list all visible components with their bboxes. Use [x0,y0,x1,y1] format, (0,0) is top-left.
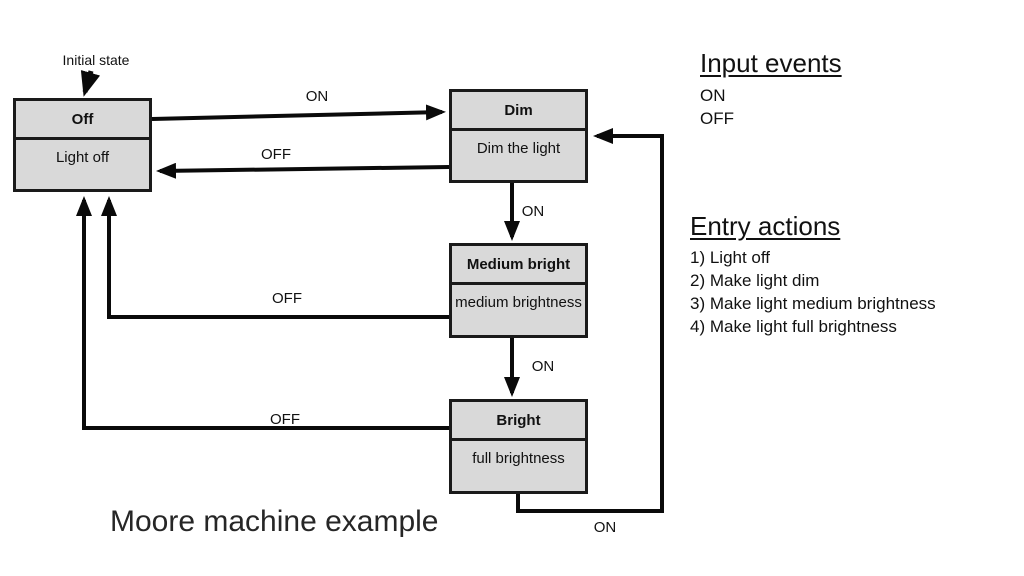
state-off-action: Light off [55,149,110,166]
transition-label-off-medium-off: OFF [272,290,302,307]
arrow-off-medium-to-off [101,196,449,319]
input-event-item: OFF [700,109,734,128]
arrow-on-bright-to-dim [516,128,664,513]
slide-title: Moore machine example [110,505,439,538]
entry-actions-list: 1) Light off 2) Make light dim 3) Make l… [690,246,936,338]
state-medium-bright-name: Medium bright [452,246,585,285]
initial-state-label: Initial state [62,52,130,68]
transition-label-on-off-dim: ON [305,88,329,105]
state-bright-action: full brightness [472,450,565,467]
transition-label-off-bright-off: OFF [270,411,300,428]
entry-action-item: 2) Make light dim [690,271,820,290]
arrow-off-dim-to-off [156,162,450,179]
state-bright-name: Bright [452,402,585,441]
transition-label-on-dim-medium: ON [521,203,545,220]
entry-action-item: 1) Light off [690,248,771,267]
arrow-off-bright-to-off [76,196,449,430]
state-dim: Dim Dim the light [449,89,588,183]
state-dim-name: Dim [452,92,585,131]
transition-label-on-medium-bright: ON [531,358,555,375]
initial-state-arrow [80,70,101,97]
entry-action-item: 3) Make light medium brightness [690,294,936,313]
entry-actions-heading: Entry actions [690,211,841,241]
input-events-heading: Input events [700,48,842,78]
state-bright: Bright full brightness [449,399,588,494]
input-event-item: ON [700,86,726,105]
state-off-name: Off [16,101,149,140]
entry-action-item: 4) Make light full brightness [690,317,897,336]
state-medium-bright: Medium bright medium brightness [449,243,588,338]
arrow-on-off-to-dim [151,104,446,121]
transition-label-on-bright-dim: ON [593,519,617,536]
input-events-list: ON OFF [700,84,734,130]
state-medium-bright-action: medium brightness [455,294,582,311]
state-dim-action: Dim the light [476,140,561,157]
transition-label-off-dim-off: OFF [261,146,291,163]
state-off: Off Light off [13,98,152,192]
